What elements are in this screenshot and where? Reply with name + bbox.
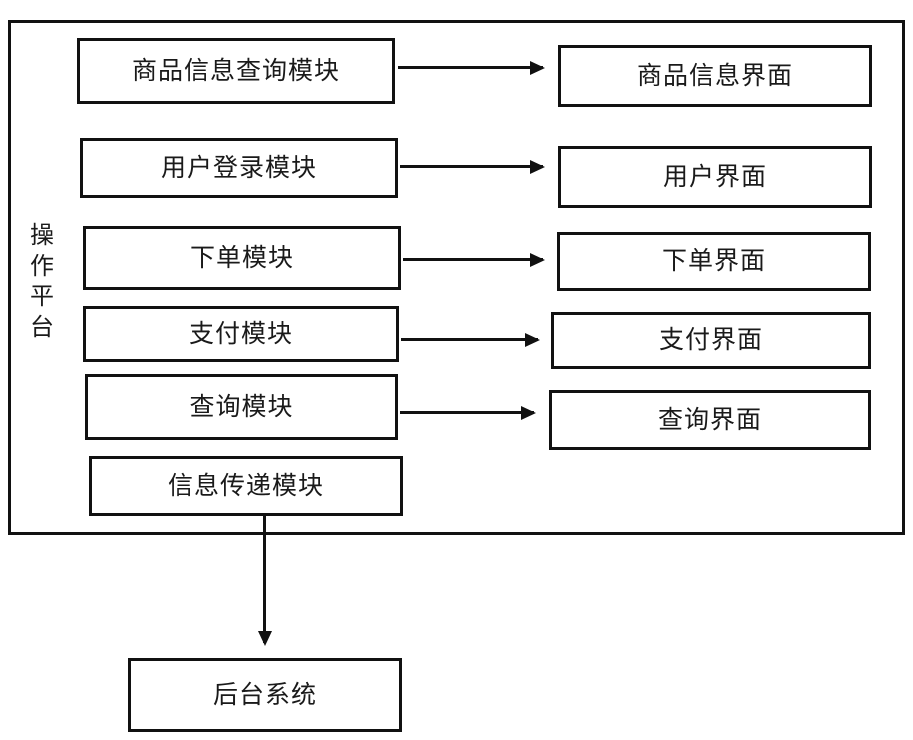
arrow-info-transfer-to-backend [263, 516, 266, 643]
module-user-login-box[interactable]: 用户登录模块 [80, 138, 398, 198]
ui-user-box[interactable]: 用户界面 [558, 146, 872, 208]
backend-system-label: 后台系统 [212, 679, 317, 709]
arrow-payment-to-ui [401, 338, 538, 341]
platform-label-char-2: 作 [30, 251, 54, 280]
module-place-order-label: 下单模块 [189, 242, 294, 272]
platform-label: 操 作 平 台 [22, 220, 62, 343]
module-query-box[interactable]: 查询模块 [85, 374, 398, 440]
backend-system-box[interactable]: 后台系统 [128, 658, 402, 732]
arrow-place-order-to-ui [403, 258, 543, 261]
ui-product-info-label: 商品信息界面 [636, 60, 793, 90]
module-payment-box[interactable]: 支付模块 [83, 306, 399, 362]
module-payment-label: 支付模块 [188, 318, 293, 348]
module-query-label: 查询模块 [189, 391, 294, 421]
module-info-transfer-label: 信息传递模块 [167, 470, 324, 500]
ui-place-order-box[interactable]: 下单界面 [557, 232, 871, 291]
ui-payment-box[interactable]: 支付界面 [551, 312, 871, 369]
ui-place-order-label: 下单界面 [661, 246, 766, 275]
ui-payment-label: 支付界面 [658, 325, 763, 354]
arrow-user-login-to-ui [400, 165, 543, 168]
platform-label-char-1: 操 [30, 221, 54, 249]
ui-query-box[interactable]: 查询界面 [549, 390, 871, 450]
module-place-order-box[interactable]: 下单模块 [83, 226, 401, 290]
module-product-info-query-label: 商品信息查询模块 [131, 55, 340, 85]
ui-product-info-box[interactable]: 商品信息界面 [558, 45, 872, 107]
platform-label-char-4: 台 [30, 313, 54, 342]
platform-label-char-3: 平 [30, 282, 54, 311]
arrow-product-info-query-to-ui [398, 66, 543, 69]
ui-query-label: 查询界面 [657, 404, 762, 434]
operating-platform-container [8, 20, 905, 535]
module-user-login-label: 用户登录模块 [160, 152, 317, 182]
module-info-transfer-box[interactable]: 信息传递模块 [89, 456, 403, 516]
ui-user-label: 用户界面 [662, 161, 767, 191]
arrow-query-to-ui [400, 411, 534, 414]
module-product-info-query-box[interactable]: 商品信息查询模块 [77, 38, 395, 104]
